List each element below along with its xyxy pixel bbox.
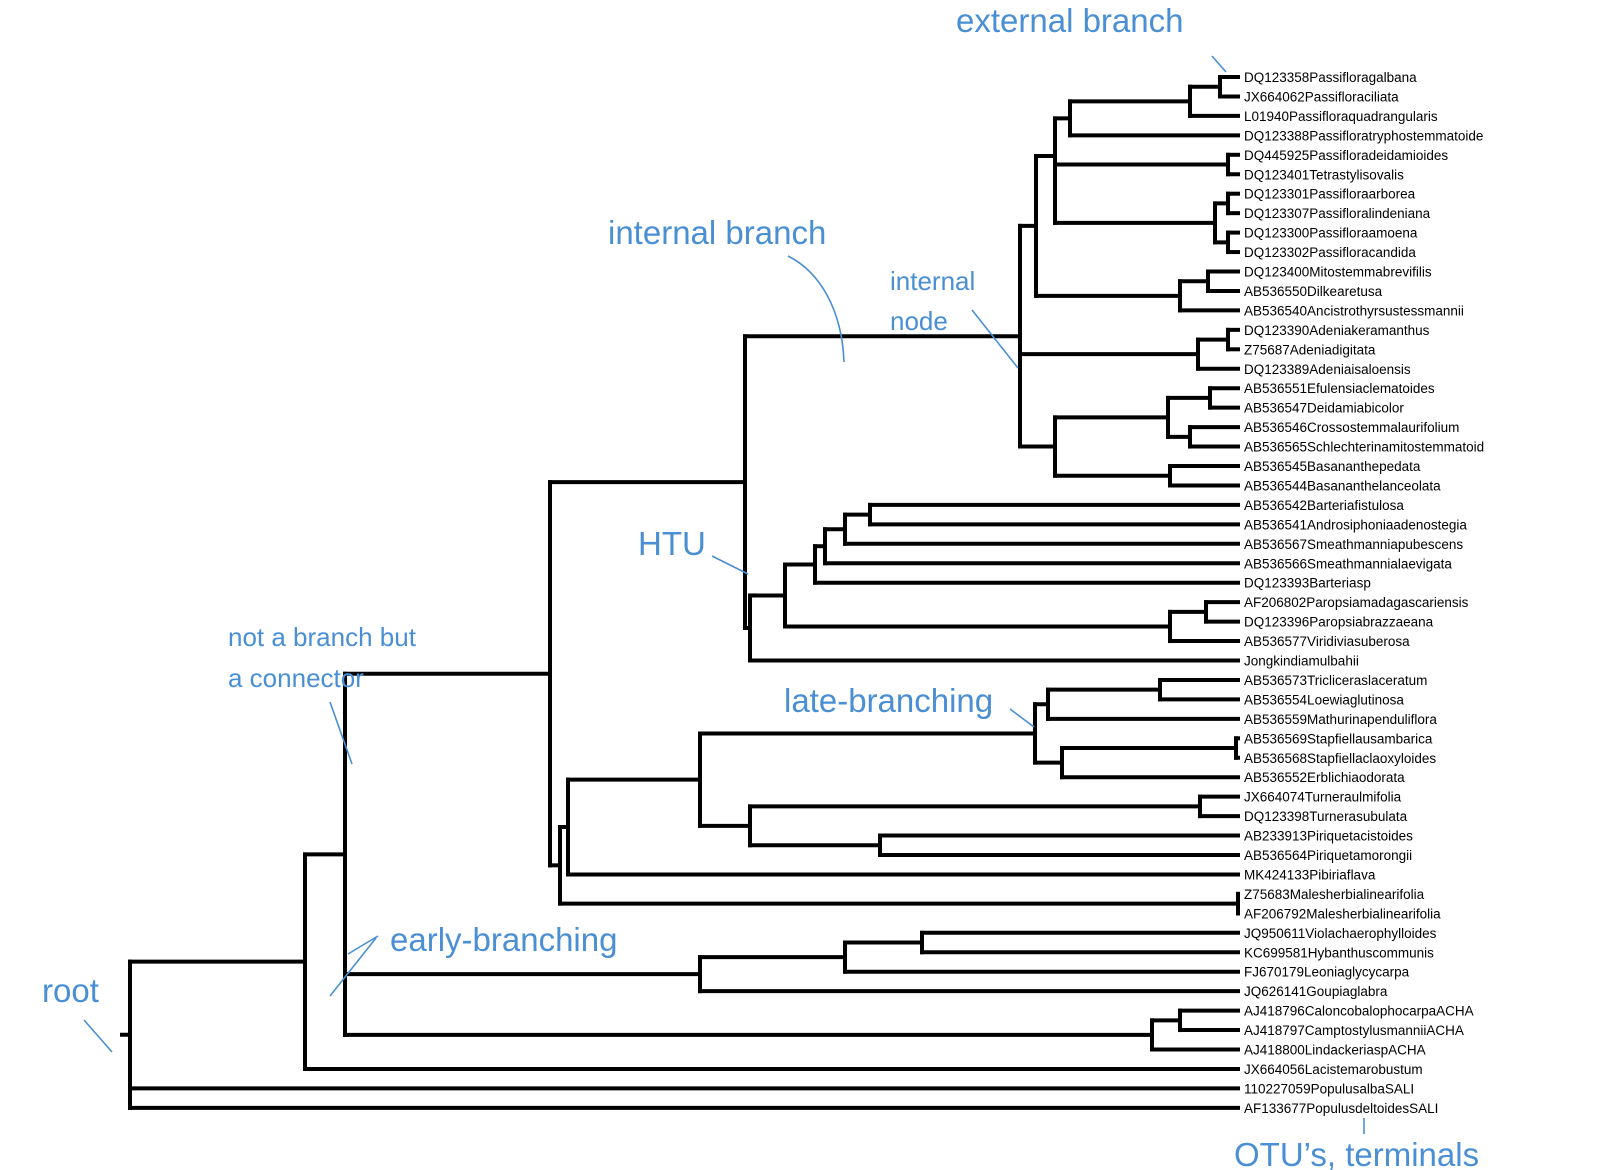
late-branching-label: late-branching bbox=[784, 682, 993, 719]
taxon-label: AJ418797CamptostylusmanniiACHA bbox=[1244, 1023, 1464, 1038]
taxon-label: KC699581Hybanthuscommunis bbox=[1244, 945, 1434, 960]
taxon-label: Z75687Adeniadigitata bbox=[1244, 342, 1376, 357]
internal-node-leader bbox=[971, 309, 1019, 369]
internal-node-label-line2: node bbox=[890, 306, 948, 336]
taxon-label: JX664074Turneraulmifolia bbox=[1244, 790, 1402, 805]
taxon-label: DQ123300Passifloraamoena bbox=[1244, 226, 1418, 241]
taxon-label: DQ123393Barteriasp bbox=[1244, 576, 1371, 591]
taxon-label: JQ950611Violachaerophylloides bbox=[1244, 926, 1437, 941]
taxon-label: AB536567Smeathmanniapubescens bbox=[1244, 537, 1463, 552]
taxon-label: AB536559Mathurinapenduliflora bbox=[1244, 712, 1437, 727]
taxon-label: DQ123401Tetrastylisovalis bbox=[1244, 167, 1404, 182]
root-leader bbox=[83, 1019, 113, 1053]
htu-label: HTU bbox=[638, 525, 706, 562]
taxon-label: AB536544Basananthelanceolata bbox=[1244, 478, 1441, 493]
annotation-labels: external branch internal branch internal… bbox=[42, 2, 1479, 1170]
early-branching-leader-2 bbox=[329, 937, 377, 997]
taxon-label: DQ445925Passifloradeidamioides bbox=[1244, 148, 1448, 163]
taxon-label: AB536573Tricliceraslaceratum bbox=[1244, 673, 1427, 688]
taxon-label: AJ418796CaloncobalophocarpaACHA bbox=[1244, 1004, 1474, 1019]
connector-label-line1: not a branch but bbox=[228, 622, 417, 652]
internal-node-label-line1: internal bbox=[890, 266, 975, 296]
taxon-label: AB536551Efulensiaclematoides bbox=[1244, 381, 1435, 396]
taxon-label: L01940Passifloraquadrangularis bbox=[1244, 109, 1438, 124]
early-branching-leader-1 bbox=[347, 935, 379, 955]
taxon-label: AB536566Smeathmannialaevigata bbox=[1244, 556, 1452, 571]
connector-leader bbox=[329, 701, 353, 765]
internal-branch-leader bbox=[787, 255, 845, 363]
taxon-label: DQ123358Passifloragalbana bbox=[1244, 70, 1417, 85]
taxon-label: DQ123389Adeniaisaloensis bbox=[1244, 362, 1411, 377]
taxon-label: Jongkindiamulbahii bbox=[1244, 654, 1359, 669]
taxon-label: AB536541Androsiphoniaadenostegia bbox=[1244, 517, 1467, 532]
taxon-label: AB536552Erblichiaodorata bbox=[1244, 770, 1405, 785]
taxon-label: AB536565Schlechterinamitostemmatoid bbox=[1244, 440, 1484, 455]
taxon-labels: DQ123358PassifloragalbanaJX664062Passifl… bbox=[1244, 70, 1484, 1116]
external-branch-leader bbox=[1211, 55, 1227, 73]
root-label: root bbox=[42, 972, 99, 1009]
taxon-label: JQ626141Goupiaglabra bbox=[1244, 984, 1388, 999]
taxon-label: AB536564Piriquetamorongii bbox=[1244, 848, 1412, 863]
taxon-label: DQ123400Mitostemmabrevifilis bbox=[1244, 265, 1432, 280]
taxon-label: AB536568Stapfiellaclaoxyloides bbox=[1244, 751, 1436, 766]
taxon-label: AF206802Paropsiamadagascariensis bbox=[1244, 595, 1469, 610]
taxon-label: AB536547Deidamiabicolor bbox=[1244, 401, 1404, 416]
taxon-label: DQ123302Passifloracandida bbox=[1244, 245, 1416, 260]
taxon-label: AB233913Piriquetacistoides bbox=[1244, 829, 1413, 844]
taxon-label: AB536540Ancistrothyrsustessmannii bbox=[1244, 303, 1464, 318]
taxon-label: AJ418800LindackeriaspACHA bbox=[1244, 1043, 1426, 1058]
taxon-label: JX664056Lacistemarobustum bbox=[1244, 1062, 1423, 1077]
taxon-label: AB536545Basananthepedata bbox=[1244, 459, 1421, 474]
late-branching-leader bbox=[1009, 708, 1035, 728]
taxon-label: AB536577Viridiviasuberosa bbox=[1244, 634, 1410, 649]
early-branching-label: early-branching bbox=[390, 921, 617, 958]
taxon-label: DQ123307Passifloralindeniana bbox=[1244, 206, 1431, 221]
taxon-label: AB536542Barteriafistulosa bbox=[1244, 498, 1404, 513]
external-branch-label: external branch bbox=[956, 2, 1183, 39]
taxon-label: AB536554Loewiaglutinosa bbox=[1244, 692, 1404, 707]
taxon-label: AF133677PopulusdeltoidesSALI bbox=[1244, 1101, 1438, 1116]
internal-branch-label: internal branch bbox=[608, 214, 826, 251]
htu-leader bbox=[711, 555, 749, 575]
taxon-label: AB536569Stapfiellausambarica bbox=[1244, 731, 1433, 746]
otus-label: OTU’s, terminals bbox=[1234, 1136, 1479, 1170]
taxon-label: AB536550Dilkearetusa bbox=[1244, 284, 1383, 299]
connector-label-line2: a connector bbox=[228, 663, 364, 693]
taxon-label: MK424133Pibiriaflava bbox=[1244, 867, 1376, 882]
taxon-label: AF206792Malesherbialinearifolia bbox=[1244, 906, 1441, 921]
taxon-label: DQ123388Passifloratryphostemmatoide bbox=[1244, 128, 1483, 143]
annotation-leader-lines bbox=[83, 55, 1365, 1134]
taxon-label: AB536546Crossostemmalaurifolium bbox=[1244, 420, 1459, 435]
taxon-label: DQ123398Turnerasubulata bbox=[1244, 809, 1408, 824]
tree-branches bbox=[120, 75, 1240, 1110]
taxon-label: Z75683Malesherbialinearifolia bbox=[1244, 887, 1425, 902]
taxon-label: DQ123390Adeniakeramanthus bbox=[1244, 323, 1430, 338]
taxon-label: DQ123301Passifloraarborea bbox=[1244, 187, 1416, 202]
taxon-label: DQ123396Paropsiabrazzaeana bbox=[1244, 615, 1434, 630]
taxon-label: JX664062Passifloraciliata bbox=[1244, 89, 1399, 104]
taxon-label: FJ670179Leoniaglycycarpa bbox=[1244, 965, 1410, 980]
taxon-label: 110227059PopulusalbaSALI bbox=[1244, 1081, 1414, 1096]
